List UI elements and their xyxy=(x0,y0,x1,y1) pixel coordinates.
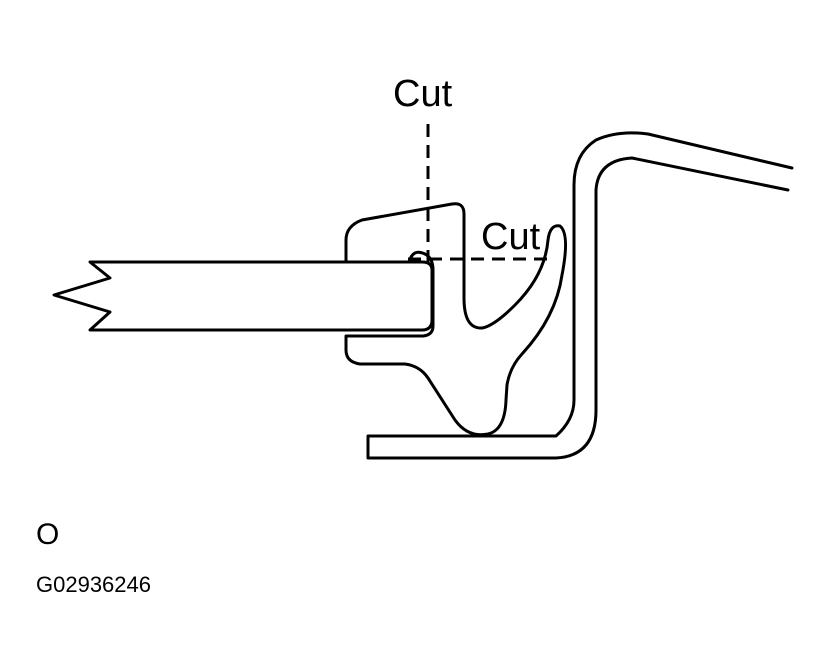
weatherstrip-seal-profile xyxy=(344,202,567,437)
figure-code: G02936246 xyxy=(36,572,151,597)
body-panel-flange xyxy=(366,131,794,460)
cut-label-vertical: Cut xyxy=(393,73,453,115)
panel-edge-with-break xyxy=(52,260,434,332)
view-letter: O xyxy=(36,518,60,551)
cut-label-horizontal: Cut xyxy=(481,216,541,258)
